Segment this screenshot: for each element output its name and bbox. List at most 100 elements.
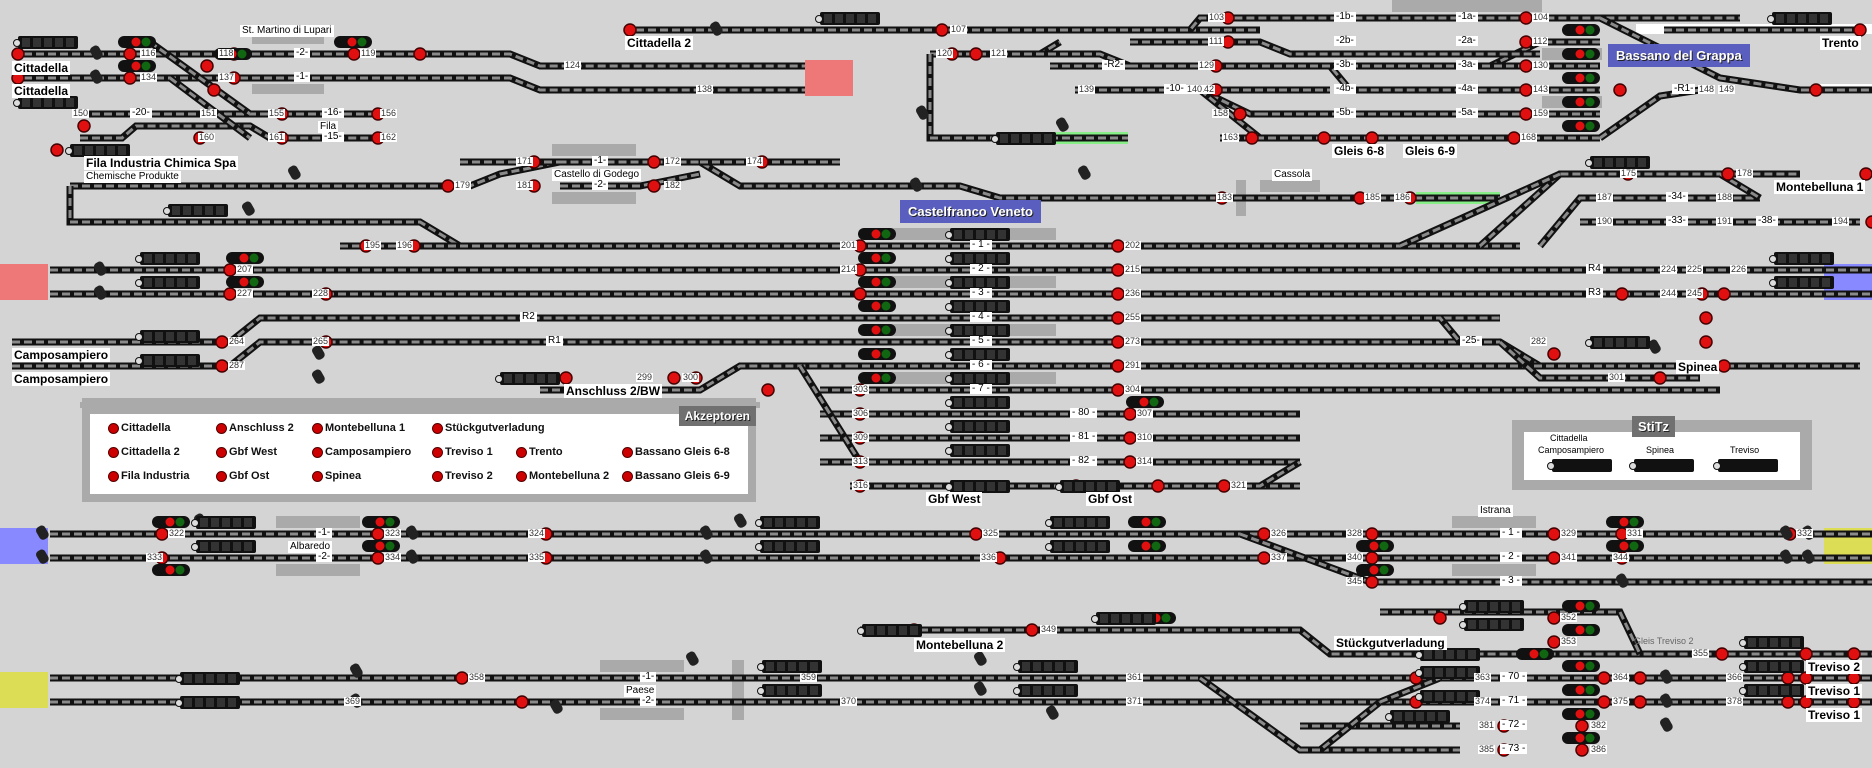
signal-red-light[interactable] <box>207 83 221 97</box>
train-number-display[interactable] <box>175 672 240 685</box>
signal-red-light[interactable] <box>761 383 775 397</box>
signal-red-light[interactable] <box>515 695 529 709</box>
train-number-display[interactable] <box>1739 684 1804 697</box>
endpoint-trento[interactable]: Trento <box>1820 36 1861 50</box>
train-number-display[interactable] <box>757 684 822 697</box>
shunting-signal-icon[interactable] <box>1659 668 1675 685</box>
signal-red-light[interactable] <box>1111 383 1125 397</box>
train-number-display[interactable] <box>495 372 560 385</box>
akzeptor-item[interactable]: Trento <box>516 446 563 458</box>
signal-red-light[interactable] <box>371 527 385 541</box>
signal-red-light[interactable] <box>647 155 661 169</box>
signal-red-light[interactable] <box>1853 23 1867 37</box>
endpoint-treviso-1a[interactable]: Treviso 1 <box>1806 684 1863 698</box>
endpoint-cittadella-a[interactable]: Cittadella <box>12 61 71 75</box>
shunting-signal-icon[interactable] <box>35 524 51 541</box>
train-number-display[interactable] <box>755 540 820 553</box>
signal-red-light[interactable] <box>1575 743 1589 757</box>
train-number-display[interactable] <box>1585 156 1650 169</box>
signal-red-light[interactable] <box>11 47 25 61</box>
shunting-signal-icon[interactable] <box>311 344 327 361</box>
shunting-signal-icon[interactable] <box>1077 164 1093 181</box>
signal-red-light[interactable] <box>667 371 681 385</box>
signal-red-light[interactable] <box>1123 407 1137 421</box>
train-number-display[interactable] <box>1385 710 1450 723</box>
akzeptor-item[interactable]: Spinea <box>312 470 361 482</box>
signal-red-light[interactable] <box>123 47 137 61</box>
stitz-counter-treviso[interactable] <box>1713 459 1778 472</box>
signal-red-light[interactable] <box>413 47 427 61</box>
train-number-display[interactable] <box>857 624 922 637</box>
shunting-signal-icon[interactable] <box>733 512 749 529</box>
endpoint-camposampiero-a[interactable]: Camposampiero <box>12 348 111 362</box>
akzeptor-item[interactable]: Treviso 1 <box>432 446 493 458</box>
endpoint-camposampiero-b[interactable]: Camposampiero <box>12 372 111 386</box>
train-number-display[interactable] <box>945 228 1010 241</box>
endpoint-treviso-2[interactable]: Treviso 2 <box>1806 660 1863 674</box>
signal-red-light[interactable] <box>1245 131 1259 145</box>
akzeptor-item[interactable]: Stückgutverladung <box>432 422 545 434</box>
signal-red-light[interactable] <box>215 335 229 349</box>
signal-red-light[interactable] <box>1365 551 1379 565</box>
shunting-signal-icon[interactable] <box>405 524 421 541</box>
train-number-display[interactable] <box>1739 660 1804 673</box>
train-number-display[interactable] <box>945 252 1010 265</box>
signal-red-light[interactable] <box>455 671 469 685</box>
train-number-display[interactable] <box>945 396 1010 409</box>
akzeptor-item[interactable]: Montebelluna 2 <box>516 470 609 482</box>
signal-red-light[interactable] <box>1257 527 1271 541</box>
signal-red-light[interactable] <box>223 287 237 301</box>
signal-red-light[interactable] <box>1847 647 1861 661</box>
signal-red-light[interactable] <box>1111 359 1125 373</box>
signal-red-light[interactable] <box>1653 371 1667 385</box>
signal-red-light[interactable] <box>1547 611 1561 625</box>
signal-red-light[interactable] <box>1217 479 1231 493</box>
endpoint-anschluss[interactable]: Anschluss 2/BW <box>564 384 663 398</box>
signal-red-light[interactable] <box>1111 335 1125 349</box>
shunting-signal-icon[interactable] <box>89 44 105 61</box>
signal-red-light[interactable] <box>1111 263 1125 277</box>
akzeptor-item[interactable]: Bassano Gleis 6-9 <box>622 470 730 482</box>
signal-red-light[interactable] <box>1575 719 1589 733</box>
endpoint-montebelluna-2[interactable]: Montebelluna 2 <box>914 638 1006 652</box>
endpoint-montebelluna-1[interactable]: Montebelluna 1 <box>1774 180 1866 194</box>
signal-red-light[interactable] <box>1547 347 1561 361</box>
signal-red-light[interactable] <box>371 551 385 565</box>
signal-red-light[interactable] <box>1123 455 1137 469</box>
train-number-display[interactable] <box>1045 540 1110 553</box>
endpoint-cittadella-2[interactable]: Cittadella 2 <box>625 36 694 50</box>
train-number-display[interactable] <box>945 444 1010 457</box>
signal-red-light[interactable] <box>853 287 867 301</box>
shunting-signal-icon[interactable] <box>1779 524 1795 541</box>
train-number-display[interactable] <box>135 330 200 343</box>
shunting-signal-icon[interactable] <box>93 284 109 301</box>
akzeptor-item[interactable]: Fila Industria <box>108 470 189 482</box>
train-number-display[interactable] <box>1415 648 1480 661</box>
signal-red-light[interactable] <box>1025 623 1039 637</box>
train-number-display[interactable] <box>1767 12 1832 25</box>
signal-red-light[interactable] <box>1715 647 1729 661</box>
train-number-display[interactable] <box>1415 690 1480 703</box>
train-number-display[interactable] <box>945 300 1010 313</box>
train-number-display[interactable] <box>945 372 1010 385</box>
shunting-signal-icon[interactable] <box>1779 548 1795 565</box>
shunting-signal-icon[interactable] <box>685 650 701 667</box>
signal-red-light[interactable] <box>1111 311 1125 325</box>
train-number-display[interactable] <box>191 516 256 529</box>
shunting-signal-icon[interactable] <box>973 680 989 697</box>
shunting-signal-icon[interactable] <box>93 260 109 277</box>
signal-red-light[interactable] <box>623 23 637 37</box>
akzeptor-item[interactable]: Anschluss 2 <box>216 422 294 434</box>
signal-red-light[interactable] <box>935 23 949 37</box>
train-number-display[interactable] <box>13 96 78 109</box>
signal-red-light[interactable] <box>1519 107 1533 121</box>
shunting-signal-icon[interactable] <box>1659 692 1675 709</box>
train-number-display[interactable] <box>1415 666 1480 679</box>
signal-red-light[interactable] <box>1859 167 1872 181</box>
endpoint-gleis-6-8[interactable]: Gleis 6-8 <box>1332 144 1387 158</box>
track-segment[interactable] <box>1597 86 1701 141</box>
endpoint-gbf-west[interactable]: Gbf West <box>926 492 983 506</box>
shunting-signal-icon[interactable] <box>89 68 105 85</box>
signal-red-light[interactable] <box>441 179 455 193</box>
signal-red-light[interactable] <box>1615 287 1629 301</box>
